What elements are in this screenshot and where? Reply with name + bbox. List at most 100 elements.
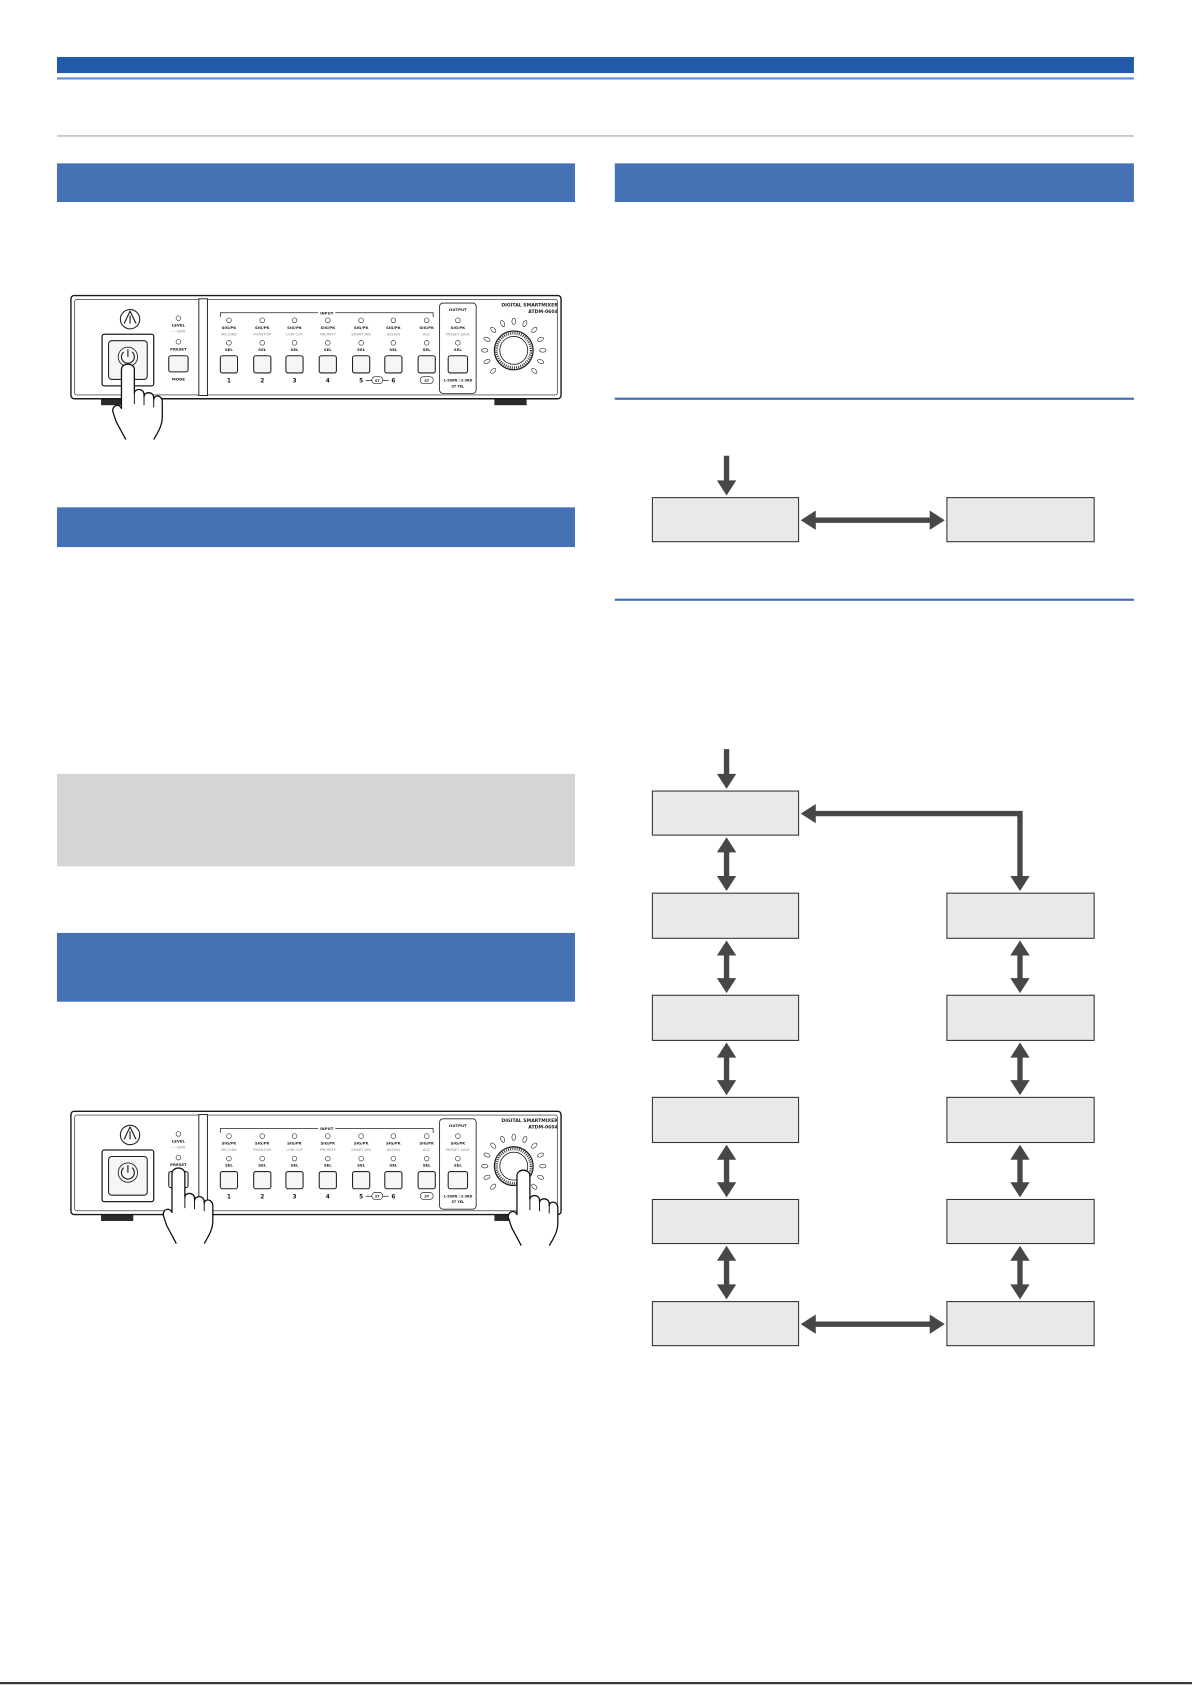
knob-led (490, 1183, 497, 1190)
mixer-front-panel: LEVEL — GAIN PRESET MODE INPUT SIG/PK MI… (70, 294, 562, 406)
flow-step-box (651, 994, 800, 1041)
panel-divider (198, 298, 208, 397)
knob-led-ring (481, 1133, 547, 1190)
select-label: SEL (324, 1163, 332, 1168)
double-arrow-horizontal (800, 510, 945, 530)
device-bezel (74, 1114, 558, 1212)
select-led (291, 1155, 298, 1162)
function-label: SMART MIX (351, 332, 371, 336)
output-meter-label: SIG/PK (451, 325, 467, 330)
knob-led (500, 320, 506, 327)
meter-label: SIG/PK (287, 1141, 303, 1146)
knob-led (511, 317, 516, 325)
stereo-link-label: ST (375, 379, 380, 383)
output-select-led (455, 1155, 461, 1162)
select-label: SEL (291, 347, 299, 352)
select-led (259, 1155, 265, 1162)
level-label: LEVEL (172, 1139, 186, 1144)
knob-led (531, 326, 538, 333)
brand-name: DIGITAL SMARTMIXER (501, 1118, 558, 1124)
select-led (291, 340, 298, 346)
preset-indicator-led (175, 1154, 182, 1161)
knob-led (490, 1142, 497, 1149)
device-foot (494, 397, 527, 406)
model-name: ATDM-0604 (528, 1125, 558, 1131)
select-button (417, 355, 436, 374)
knob-led (531, 367, 538, 374)
input-channel-6: SIG/PK ASSIGN SEL 6 (384, 317, 403, 385)
volume-knob (481, 317, 547, 374)
level-indicator-led (175, 315, 182, 321)
output-section: OUTPUT SIG/PK PRESET SAVE SEL 1-2GRN / 2… (439, 1118, 477, 1210)
select-button (285, 1170, 304, 1190)
select-led (226, 340, 232, 346)
flow-step-box (651, 1096, 800, 1144)
model-name: ATDM-0604 (528, 309, 558, 315)
select-button (253, 1170, 272, 1190)
stereo-channel-badge (419, 1192, 434, 1200)
input-channel-3: SIG/PK LOW CUT SEL 3 (285, 317, 304, 385)
meter-label: SIG/PK (321, 1141, 337, 1146)
input-channel-5: SIG/PK SMART MIX SEL 5 (351, 317, 372, 385)
subsection-rule (614, 598, 1134, 601)
knob-led (522, 320, 528, 327)
function-label: PHANTOM (253, 332, 271, 336)
input-bracket (219, 312, 434, 318)
knob-led (537, 1174, 544, 1180)
power-button (108, 1155, 148, 1196)
function-label: LOW CUT (286, 1148, 303, 1152)
input-channel-3: SIG/PK LOW CUT SEL 3 (285, 1133, 304, 1200)
signal-led (226, 1133, 232, 1139)
output-legend-line1: 1-2GRN / 2-3RD (443, 379, 472, 383)
output-title: OUTPUT (449, 307, 467, 312)
power-icon (117, 1162, 139, 1183)
function-label: PRIORITY (320, 1148, 337, 1152)
select-button (219, 1170, 239, 1190)
stereo-link-badge (371, 376, 383, 385)
signal-led (424, 1133, 430, 1139)
input-title: INPUT (320, 1126, 334, 1131)
meter-label: SIG/PK (255, 325, 271, 330)
signal-led (325, 317, 331, 323)
output-meter-label: SIG/PK (451, 1141, 467, 1146)
select-label: SEL (357, 1163, 365, 1168)
device-bezel (74, 299, 558, 396)
entry-arrow (716, 749, 737, 789)
select-button (253, 355, 272, 374)
input-title: INPUT (320, 310, 334, 315)
output-legend-line2: ST YEL (452, 1200, 466, 1204)
select-led (259, 340, 265, 346)
knob-led (483, 1152, 491, 1158)
function-label: LOW CUT (286, 332, 303, 336)
volume-knob (481, 1133, 547, 1190)
level-indicator-led (175, 1131, 182, 1137)
knob-led (490, 367, 497, 374)
subsection-rule (614, 397, 1134, 400)
input-channel-2: SIG/PK PHANTOM SEL 2 (253, 317, 272, 385)
select-button (384, 1170, 403, 1190)
knob-led (539, 348, 547, 353)
flow-diagram-2 (651, 749, 1095, 1347)
output-frame (439, 302, 477, 394)
double-arrow-vertical (1010, 1245, 1030, 1300)
knob-knurl (495, 1147, 533, 1185)
output-signal-led (455, 1133, 461, 1139)
select-led (358, 1155, 364, 1162)
double-arrow-vertical (1010, 1042, 1030, 1096)
output-signal-led (455, 317, 461, 323)
select-button (285, 355, 304, 374)
preset-indicator-led (175, 339, 182, 345)
preset-label: PRESET (170, 346, 187, 351)
double-arrow-horizontal (800, 1314, 945, 1334)
output-title: OUTPUT (449, 1123, 467, 1128)
meter-label: SIG/PK (354, 1141, 370, 1146)
section-header-bar-third (56, 932, 576, 1002)
knob-led (483, 336, 491, 342)
select-label: SEL (357, 347, 365, 352)
knob-led (500, 1135, 506, 1143)
output-select-led (455, 340, 461, 346)
select-button (384, 355, 403, 374)
select-label: SEL (225, 347, 233, 352)
input-channel-stereo: SIG/PK AGC SEL ST (417, 317, 436, 385)
